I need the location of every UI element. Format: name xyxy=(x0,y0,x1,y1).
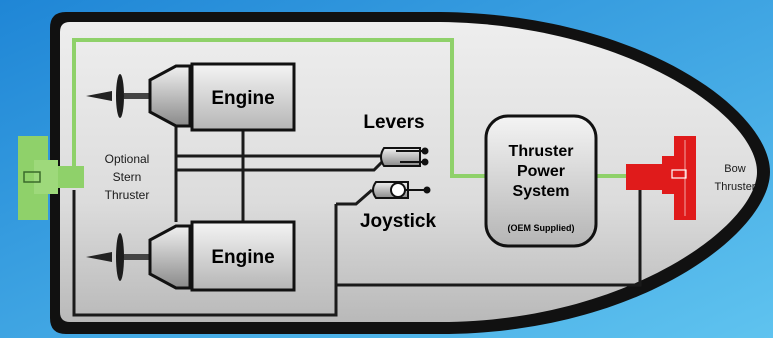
control-wiring xyxy=(72,124,642,317)
lever-control-icon xyxy=(380,147,429,167)
engine-bottom-label: Engine xyxy=(211,247,274,268)
stern-thruster-label-line2: Stern xyxy=(113,170,142,184)
bow-thruster-label-line1: Bow xyxy=(724,163,745,175)
engine-bottom: Engine xyxy=(190,220,296,292)
levers-label: Levers xyxy=(363,112,424,133)
joystick-icon xyxy=(372,181,431,199)
power-system-title-line2: Power xyxy=(517,163,565,180)
power-system-title-line1: Thruster xyxy=(509,143,574,160)
engine-top-label: Engine xyxy=(211,88,274,109)
joystick-label: Joystick xyxy=(360,211,436,232)
thruster-power-system: Thruster Power System (OEM Supplied) xyxy=(484,114,598,248)
bow-thruster-label-line2: Thruster xyxy=(715,181,756,193)
stern-thruster-icon xyxy=(18,136,84,220)
green-wire xyxy=(72,38,498,178)
power-system-note: (OEM Supplied) xyxy=(508,223,575,233)
power-system-title-line3: System xyxy=(513,183,570,200)
stern-thruster-label-line3: Thruster xyxy=(105,188,150,202)
bow-thruster-icon xyxy=(626,136,696,220)
transmission-icon-top xyxy=(148,64,192,128)
transmission-icon-bottom xyxy=(148,224,192,290)
propeller-icon-bottom xyxy=(86,233,152,281)
propeller-icon-top xyxy=(86,74,152,118)
stern-thruster-label-line1: Optional xyxy=(105,152,150,166)
engine-top: Engine xyxy=(190,62,296,132)
